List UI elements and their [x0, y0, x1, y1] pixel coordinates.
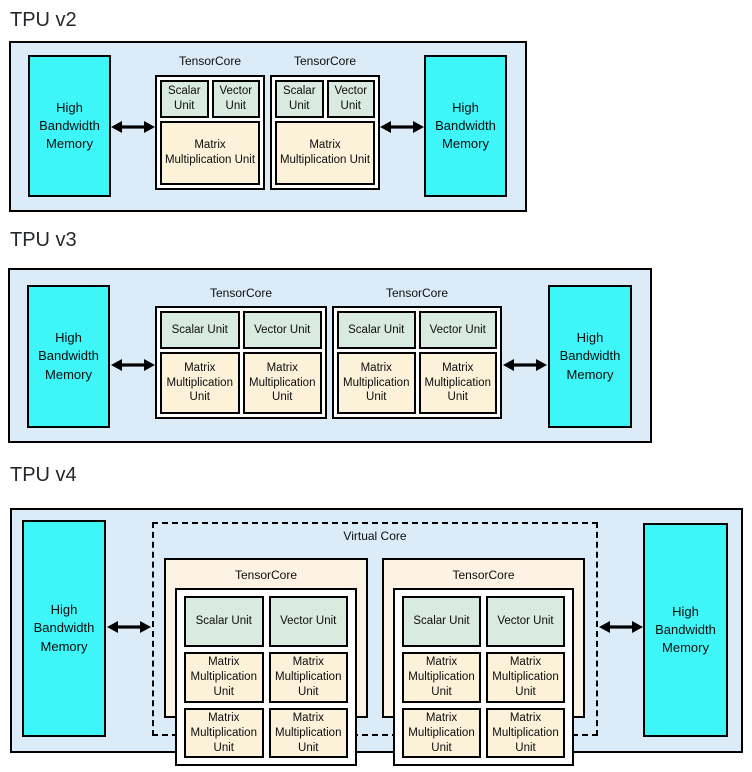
- vector-unit: Vector Unit: [268, 596, 348, 647]
- tensorcore-label: TensorCore: [234, 568, 298, 582]
- bidirectional-arrow-icon: [503, 358, 547, 372]
- tpu-v4-hbm-left: High Bandwidth Memory: [22, 520, 106, 737]
- tpu-v3-hbm-right: High Bandwidth Memory: [548, 285, 632, 428]
- scalar-unit: Scalar Unit: [184, 596, 264, 647]
- scalar-unit: Scalar Unit: [160, 80, 209, 118]
- tpu-v3-title: TPU v3: [10, 229, 77, 251]
- tensorcore-unit-grid: Scalar Unit Vector Unit Matrix Multiplic…: [175, 588, 357, 767]
- tpu-v3-hbm-left: High Bandwidth Memory: [27, 285, 110, 428]
- tpu-v2-hbm-left: High Bandwidth Memory: [28, 55, 111, 197]
- tpu-v2-hbm-right: High Bandwidth Memory: [424, 55, 507, 197]
- tensorcore-unit-grid: Scalar Unit Vector Unit Matrix Multiplic…: [393, 588, 574, 767]
- matrix-multiplication-unit: Matrix Multiplication Unit: [486, 651, 565, 703]
- matrix-multiplication-unit: Matrix Multiplication Unit: [184, 707, 264, 759]
- scalar-unit: Scalar Unit: [160, 311, 240, 349]
- tensorcore-box: TensorCore Scalar Unit Vector Unit Matri…: [164, 558, 368, 767]
- matrix-multiplication-unit: Matrix Multiplication Unit: [160, 352, 240, 414]
- tpu-v4-board: [10, 508, 743, 753]
- matrix-multiplication-unit: Matrix Multiplication Unit: [402, 707, 481, 759]
- tpu-v3-board: [8, 268, 652, 443]
- matrix-multiplication-unit: Matrix Multiplication Unit: [275, 121, 375, 185]
- bidirectional-arrow-icon: [111, 120, 155, 134]
- scalar-unit: Scalar Unit: [337, 311, 416, 349]
- tensorcore-label: TensorCore: [209, 286, 273, 300]
- matrix-multiplication-unit: Matrix Multiplication Unit: [486, 707, 565, 759]
- virtual-core-box: [152, 522, 598, 736]
- virtual-core-label: Virtual Core: [343, 529, 407, 543]
- vector-unit: Vector Unit: [211, 80, 260, 118]
- tensorcore-box: TensorCore Scalar Unit Vector Unit Matri…: [382, 558, 585, 767]
- vector-unit: Vector Unit: [418, 311, 497, 349]
- vector-unit: Vector Unit: [242, 311, 322, 349]
- scalar-unit: Scalar Unit: [402, 596, 481, 647]
- tensorcore-label: TensorCore: [293, 54, 357, 68]
- vector-unit: Vector Unit: [486, 596, 565, 647]
- tpu-v4-title: TPU v4: [10, 464, 77, 486]
- tensorcore-label: TensorCore: [452, 568, 515, 582]
- tpu-v4-hbm-right: High Bandwidth Memory: [643, 523, 728, 737]
- tensorcore-label: TensorCore: [385, 286, 449, 300]
- matrix-multiplication-unit: Matrix Multiplication Unit: [268, 651, 348, 703]
- matrix-multiplication-unit: Matrix Multiplication Unit: [160, 121, 260, 185]
- tensorcore-box: Scalar Unit Vector Unit Matrix Multiplic…: [332, 306, 502, 419]
- matrix-multiplication-unit: Matrix Multiplication Unit: [184, 651, 264, 703]
- matrix-multiplication-unit: Matrix Multiplication Unit: [402, 651, 481, 703]
- tensorcore-label: TensorCore: [178, 54, 242, 68]
- bidirectional-arrow-icon: [107, 620, 151, 634]
- tpu-v2-title: TPU v2: [10, 9, 77, 31]
- vector-unit: Vector Unit: [326, 80, 375, 118]
- tensorcore-box: Scalar Unit Vector Unit Matrix Multiplic…: [270, 75, 380, 190]
- bidirectional-arrow-icon: [380, 120, 424, 134]
- matrix-multiplication-unit: Matrix Multiplication Unit: [242, 352, 322, 414]
- bidirectional-arrow-icon: [111, 358, 155, 372]
- tensorcore-box: Scalar Unit Vector Unit Matrix Multiplic…: [155, 75, 265, 190]
- bidirectional-arrow-icon: [599, 620, 643, 634]
- tensorcore-box: Scalar Unit Vector Unit Matrix Multiplic…: [155, 306, 327, 419]
- matrix-multiplication-unit: Matrix Multiplication Unit: [268, 707, 348, 759]
- matrix-multiplication-unit: Matrix Multiplication Unit: [337, 352, 416, 414]
- scalar-unit: Scalar Unit: [275, 80, 324, 118]
- matrix-multiplication-unit: Matrix Multiplication Unit: [418, 352, 497, 414]
